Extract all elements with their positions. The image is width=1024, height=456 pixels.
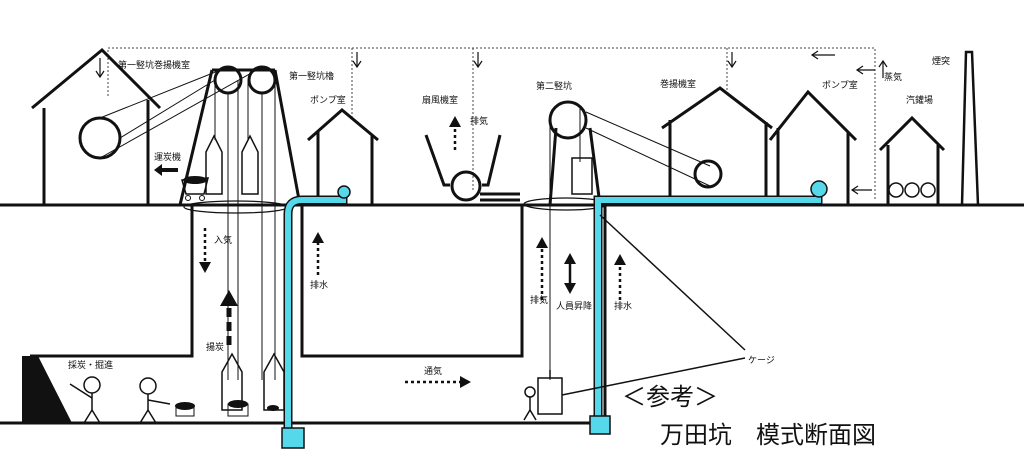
underground-outline	[0, 203, 1024, 425]
miner-figures	[69, 376, 537, 424]
drain-pipe-2	[589, 180, 828, 435]
label-lift-coal: 揚炭	[206, 341, 224, 353]
flow-arrows	[203, 125, 622, 384]
arrow-heads	[199, 116, 626, 388]
hoist-cables-1	[99, 66, 276, 380]
label-headframe1: 第一竪坑櫓	[289, 70, 334, 82]
hoist-cables-2	[549, 105, 711, 380]
coal-transport-cart	[154, 164, 209, 201]
label-ventilation: 通気	[424, 365, 442, 377]
label-steam: 蒸気	[884, 71, 902, 83]
label-mining: 採炭・掘進	[68, 359, 113, 371]
label-pump2: ポンプ室	[822, 79, 858, 91]
label-pump1: ポンプ室	[310, 94, 346, 106]
fan-room	[424, 134, 520, 202]
label-intake: 入気	[214, 234, 232, 246]
first-shaft-headframe	[178, 65, 302, 214]
coal-lift-arrow	[220, 290, 238, 345]
mine-carts	[175, 400, 279, 417]
chimney	[960, 50, 980, 207]
label-exhaust-shaft: 排気	[530, 294, 548, 306]
coal-face	[22, 356, 72, 423]
hoist-room-2	[661, 86, 773, 205]
drain-pipe-1	[281, 185, 351, 449]
label-coal-transport: 運炭機	[154, 151, 181, 163]
boiler-house	[878, 115, 946, 205]
label-personnel: 人員昇降	[556, 300, 592, 312]
label-hoist2: 巻揚機室	[660, 78, 696, 90]
label-fan: 扇風機室	[422, 94, 458, 106]
label-drain2: 排水	[614, 300, 632, 312]
caption-title: 万田坑 模式断面図	[660, 421, 876, 449]
label-chimney: 煙突	[932, 55, 950, 67]
label-exhaust-top: 排気	[470, 115, 488, 127]
cable-arrows	[95, 50, 888, 195]
label-shaft2: 第二竪坑	[536, 80, 572, 92]
first-shaft-hoist-house	[31, 47, 162, 205]
pump-room-1	[307, 108, 379, 205]
label-drain1: 排水	[310, 279, 328, 291]
label-boiler: 汽鑵場	[906, 94, 933, 106]
cage	[537, 214, 746, 415]
second-shaft-headframe	[523, 100, 609, 211]
label-hoist1: 第一竪坑巻揚機室	[118, 59, 190, 71]
label-cage: ケージ	[748, 355, 775, 366]
pump-room-2	[768, 89, 858, 205]
skips-upper	[205, 134, 259, 195]
personnel-arrow	[564, 253, 576, 294]
dotted-cable-route	[107, 47, 876, 200]
caption-reference: ＜参考＞	[622, 383, 718, 411]
